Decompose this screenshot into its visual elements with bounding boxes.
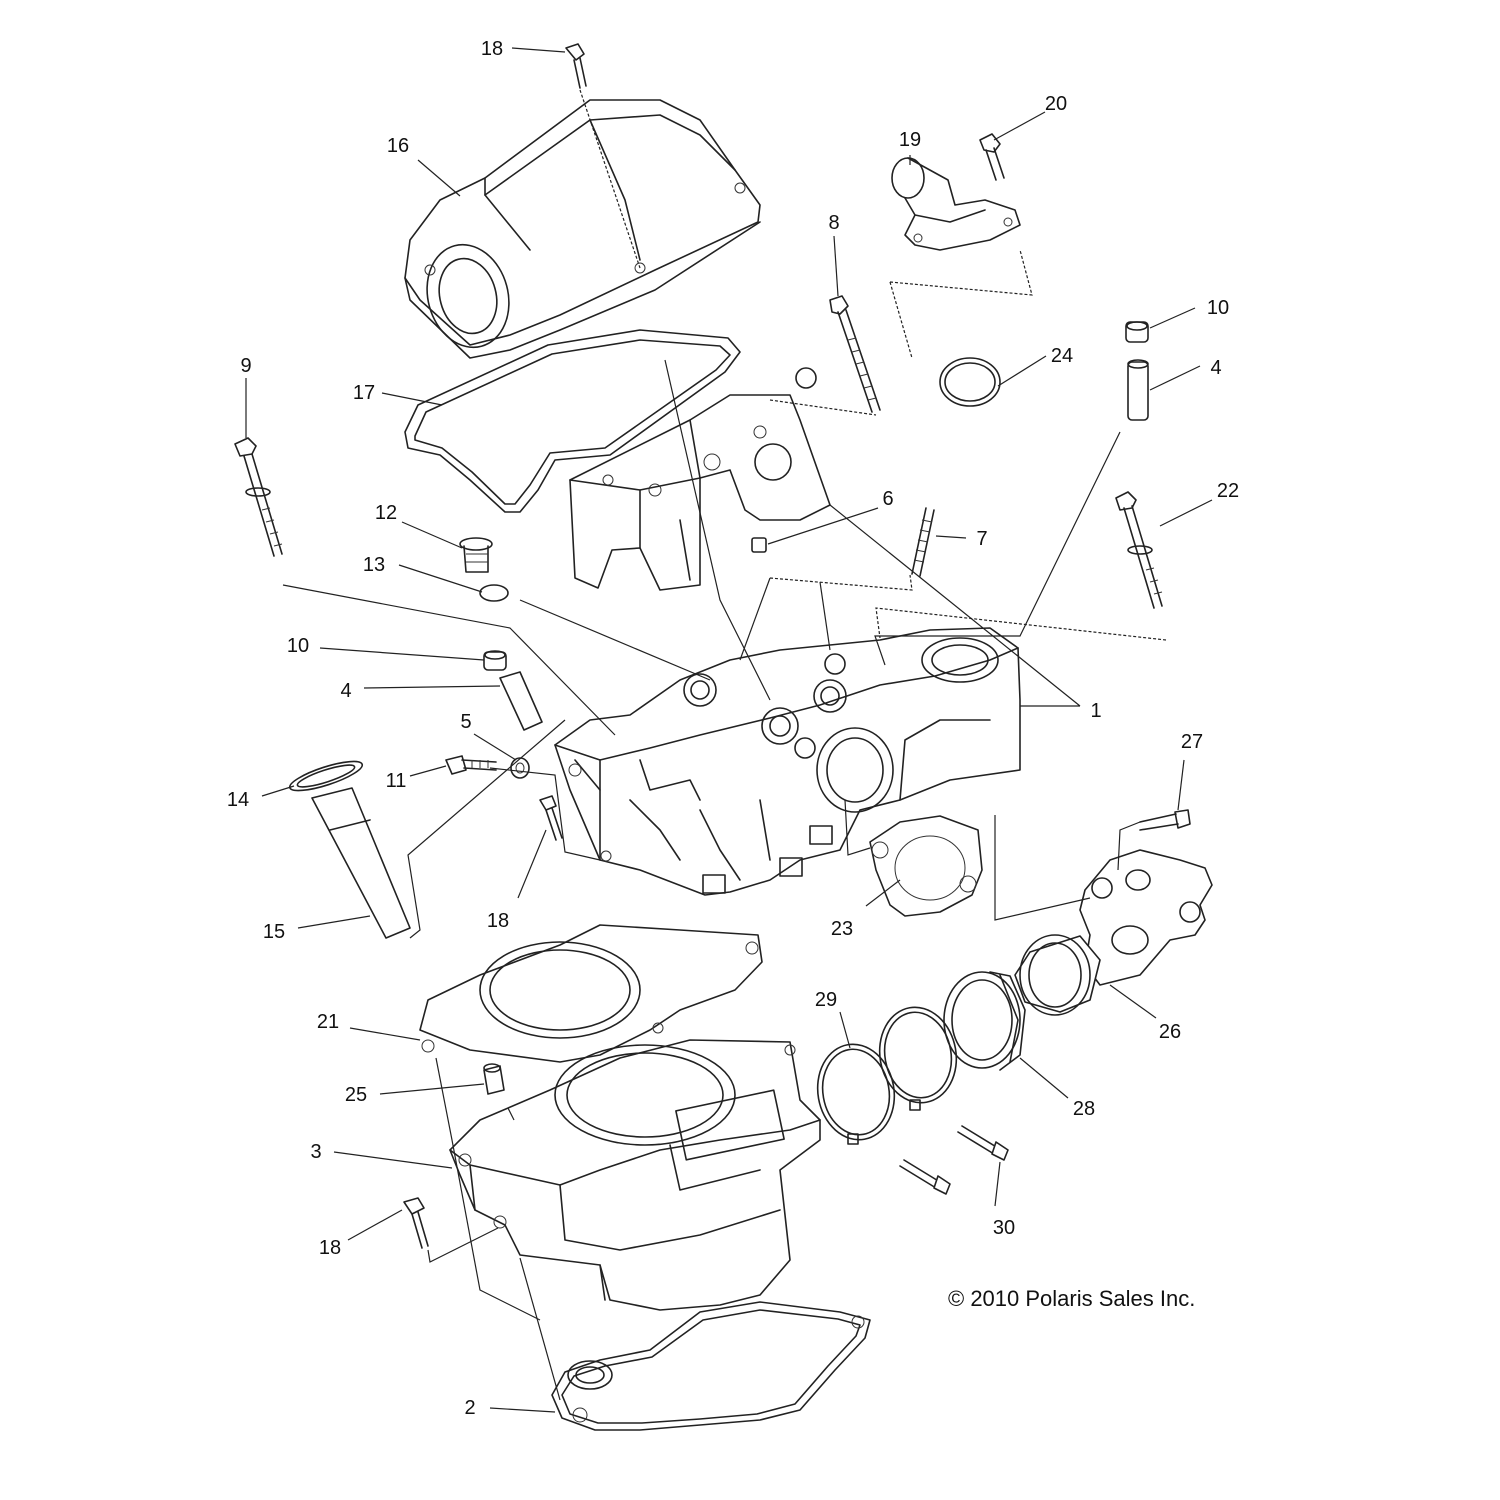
callout-24: 24	[1051, 345, 1073, 367]
dowel-part-25	[483, 1063, 505, 1095]
callout-5: 5	[460, 711, 471, 733]
head-gasket-part-21	[419, 924, 763, 1063]
washer-part-13	[479, 584, 509, 602]
bolt-part-18-mid	[539, 795, 563, 841]
bolt-part-9	[234, 437, 283, 557]
callout-18-top: 18	[481, 38, 503, 60]
clamp-part-29-upper	[878, 1006, 958, 1111]
callout-28: 28	[1073, 1098, 1095, 1120]
water-outlet-part-19	[891, 157, 1021, 251]
screw-part-30-upper	[957, 1125, 1009, 1161]
cylinder-head-part-1	[554, 627, 1021, 896]
callout-6: 6	[882, 488, 893, 510]
callout-14: 14	[227, 789, 249, 811]
callout-18-lower: 18	[319, 1237, 341, 1259]
bolt-part-8	[829, 295, 881, 413]
callout-29: 29	[815, 989, 837, 1011]
callout-22: 22	[1217, 480, 1239, 502]
callout-27: 27	[1181, 731, 1203, 753]
copyright-notice: © 2010 Polaris Sales Inc.	[948, 1286, 1195, 1311]
callout-17: 17	[353, 382, 375, 404]
callout-3: 3	[310, 1141, 321, 1163]
callout-7: 7	[976, 528, 987, 550]
valve-cover-part-16	[404, 99, 761, 359]
cylinder-part-3	[449, 1039, 821, 1311]
reference-lines	[282, 89, 1167, 1401]
cam-carrier-part-1	[569, 394, 831, 591]
callout-25: 25	[345, 1084, 367, 1106]
callout-20: 20	[1045, 93, 1067, 115]
valve-guide-part-4-lower	[499, 671, 543, 731]
valve-seal-part-10-upper	[1125, 321, 1149, 343]
pin-part-6	[751, 537, 767, 553]
plug-part-12	[459, 537, 493, 573]
callout-4-lower: 4	[340, 680, 351, 702]
bolt-part-20	[979, 133, 1005, 181]
gasket-part-23	[869, 815, 983, 917]
callout-19: 19	[899, 129, 921, 151]
callout-16: 16	[387, 135, 409, 157]
intake-manifold-part-26	[1014, 849, 1213, 1016]
o-ring-part-24	[939, 357, 1001, 407]
screw-part-30-lower	[899, 1159, 951, 1195]
callout-21: 21	[317, 1011, 339, 1033]
check-ball	[795, 367, 817, 389]
callout-30: 30	[993, 1217, 1015, 1239]
callout-9: 9	[240, 355, 251, 377]
base-gasket-part-2	[551, 1301, 871, 1431]
clamp-part-29-lower	[816, 1043, 896, 1145]
callout-10-upper: 10	[1207, 297, 1229, 319]
bolt-part-27	[1139, 809, 1191, 831]
bolt-part-11	[445, 755, 497, 775]
callout-15: 15	[263, 921, 285, 943]
washer-part-5	[510, 757, 530, 779]
callout-labels: 18 20 19 16 8 10 24 4 9 17 22 6 12 7 13 …	[227, 38, 1239, 1419]
valve-guide-part-4-upper	[1127, 359, 1149, 421]
callout-10-lower: 10	[287, 635, 309, 657]
boot-part-28	[943, 971, 1026, 1071]
tube-part-15	[311, 787, 411, 939]
callout-18-mid: 18	[487, 910, 509, 932]
stud-part-7	[911, 507, 935, 577]
valve-seal-part-10-lower	[483, 650, 507, 671]
callout-12: 12	[375, 502, 397, 524]
callout-11: 11	[386, 770, 407, 792]
callout-4-upper: 4	[1210, 357, 1221, 379]
callout-26: 26	[1159, 1021, 1181, 1043]
valve-cover-gasket-part-17	[404, 329, 741, 513]
callout-13: 13	[363, 554, 385, 576]
callout-leaders	[245, 47, 1213, 1413]
callout-1: 1	[1090, 700, 1101, 722]
bolt-part-18-top	[565, 43, 587, 89]
bolt-part-18-lower	[403, 1197, 429, 1249]
bolt-part-22	[1115, 491, 1163, 609]
callout-8: 8	[828, 212, 839, 234]
callout-23: 23	[831, 918, 853, 940]
callout-2: 2	[464, 1397, 475, 1419]
